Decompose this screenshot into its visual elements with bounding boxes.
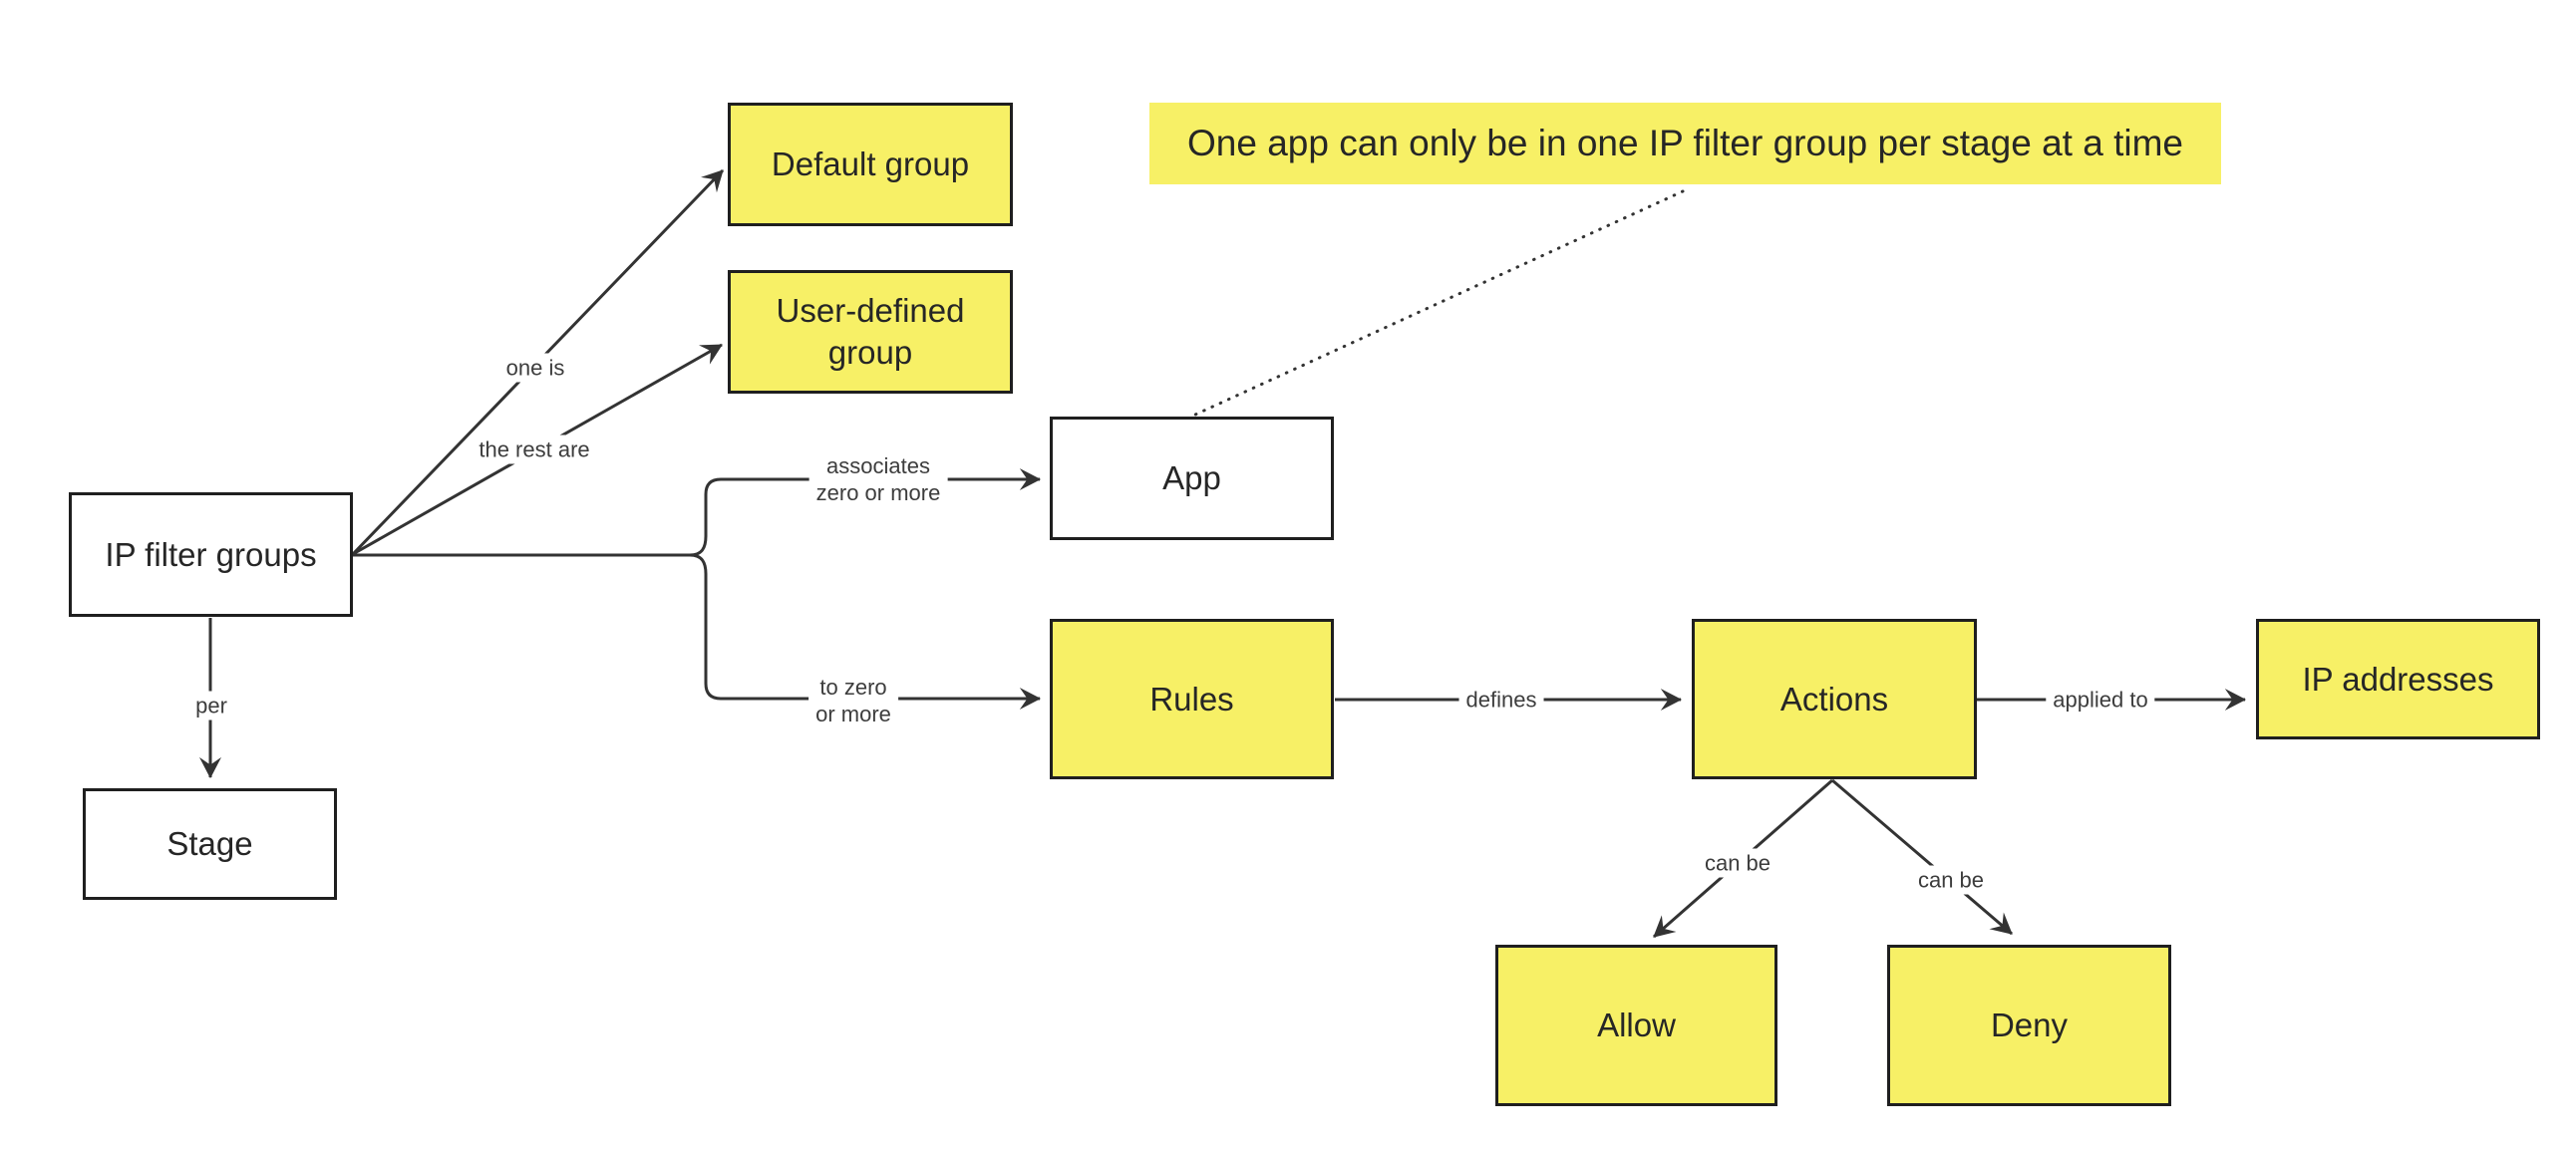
edge-label-can-be-deny: can be bbox=[1910, 865, 1992, 895]
node-ip-addresses: IP addresses bbox=[2256, 619, 2540, 739]
note-one-app-per-stage: One app can only be in one IP filter gro… bbox=[1149, 103, 2221, 184]
node-rules: Rules bbox=[1050, 619, 1334, 779]
node-actions: Actions bbox=[1692, 619, 1977, 779]
note-connector-dotted bbox=[1193, 189, 1685, 417]
edge-can-be-deny bbox=[1831, 778, 2013, 936]
edge-label-associates-line1: associates bbox=[826, 453, 930, 478]
edge-label-associates-zero-or-more: associates zero or more bbox=[808, 451, 948, 507]
edge-label-can-be-allow: can be bbox=[1697, 848, 1778, 878]
node-allow: Allow bbox=[1495, 945, 1777, 1106]
edge-to-zero-or-more bbox=[689, 553, 1042, 711]
edge-label-applied-to: applied to bbox=[2046, 685, 2155, 715]
edge-label-to-zero-line2: or more bbox=[815, 702, 891, 726]
node-stage: Stage bbox=[83, 788, 337, 900]
node-deny: Deny bbox=[1887, 945, 2171, 1106]
edge-label-one-is: one is bbox=[498, 353, 572, 383]
edge-label-defines: defines bbox=[1458, 685, 1544, 715]
edge-label-to-zero-or-more: to zero or more bbox=[808, 673, 898, 728]
edge-associates-zero-or-more bbox=[689, 467, 1042, 557]
node-default-group: Default group bbox=[728, 103, 1013, 226]
edge-label-per: per bbox=[188, 691, 234, 720]
node-ip-filter-groups: IP filter groups bbox=[69, 492, 353, 617]
edge-label-the-rest-are: the rest are bbox=[472, 434, 597, 464]
edge-label-associates-line2: zero or more bbox=[815, 480, 941, 505]
node-app: App bbox=[1050, 417, 1334, 540]
node-user-defined-group: User-defined group bbox=[728, 270, 1013, 394]
edge-label-to-zero-line1: to zero bbox=[819, 675, 887, 700]
